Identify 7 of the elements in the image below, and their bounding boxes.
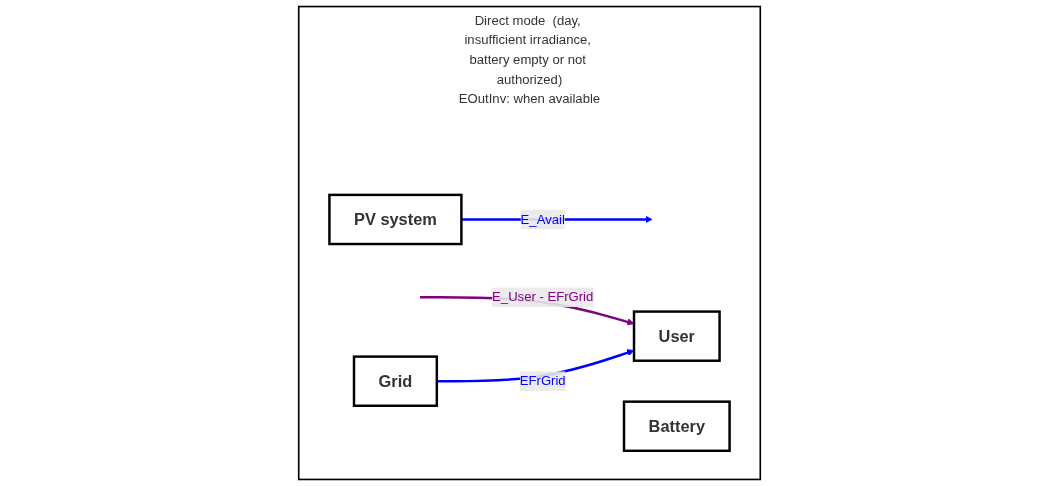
edge-label: EFrGrid xyxy=(519,373,566,388)
node-box: Battery xyxy=(622,400,731,453)
node-box: Grid xyxy=(352,355,439,407)
edge-label: E_User - EFrGrid xyxy=(492,289,594,304)
node-box: User xyxy=(632,310,721,362)
node-box: PV system xyxy=(328,193,463,246)
edge-label: E_Avail xyxy=(520,212,565,227)
